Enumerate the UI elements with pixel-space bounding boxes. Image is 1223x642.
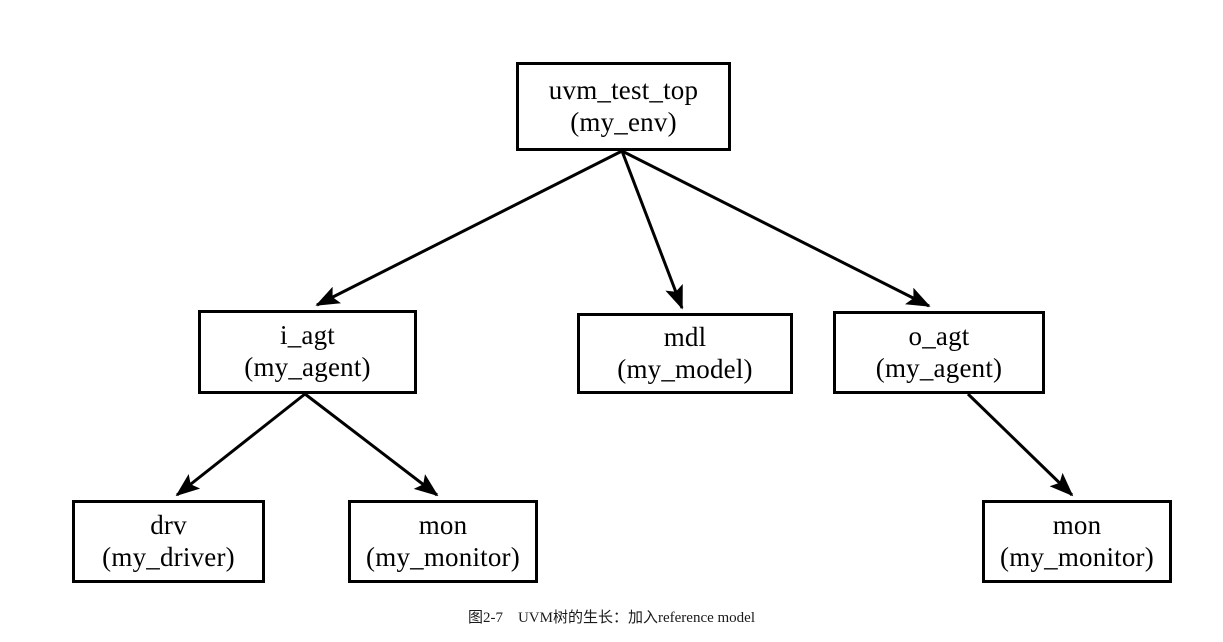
node-drv-name: drv <box>150 509 187 540</box>
node-drv-type: (my_driver) <box>102 541 235 572</box>
node-mon-input-type: (my_monitor) <box>366 541 520 572</box>
node-uvm-test-top[interactable]: uvm_test_top (my_env) <box>516 62 731 151</box>
node-mdl-name: mdl <box>663 321 707 352</box>
node-mon-input[interactable]: mon (my_monitor) <box>348 500 538 583</box>
node-uvm-test-top-type: (my_env) <box>570 106 677 137</box>
node-mdl-type: (my_model) <box>617 353 753 384</box>
node-o-agt-type: (my_agent) <box>875 352 1003 383</box>
node-i-agt[interactable]: i_agt (my_agent) <box>198 310 417 394</box>
edge-o-agt-to-mon <box>966 392 1074 497</box>
node-mon-output[interactable]: mon (my_monitor) <box>982 500 1172 583</box>
node-mon-output-name: mon <box>1052 509 1102 540</box>
node-i-agt-type: (my_agent) <box>244 352 371 382</box>
node-drv[interactable]: drv (my_driver) <box>72 500 265 583</box>
edge-root-to-o-agt <box>621 149 931 308</box>
edge-i-agt-to-drv <box>175 392 306 497</box>
node-o-agt-name: o_agt <box>908 320 970 351</box>
node-mon-output-type: (my_monitor) <box>1000 541 1154 572</box>
node-mon-input-name: mon <box>418 509 468 540</box>
edge-root-to-i-agt <box>315 149 623 307</box>
node-uvm-test-top-name: uvm_test_top <box>548 74 699 105</box>
edge-i-agt-to-mon <box>304 392 439 497</box>
edge-root-to-mdl <box>620 150 684 310</box>
node-o-agt[interactable]: o_agt (my_agent) <box>833 311 1045 394</box>
node-i-agt-name: i_agt <box>280 320 335 351</box>
figure-caption: 图2-7 UVM树的生长：加入reference model <box>467 610 755 626</box>
node-mdl[interactable]: mdl (my_model) <box>577 313 793 394</box>
